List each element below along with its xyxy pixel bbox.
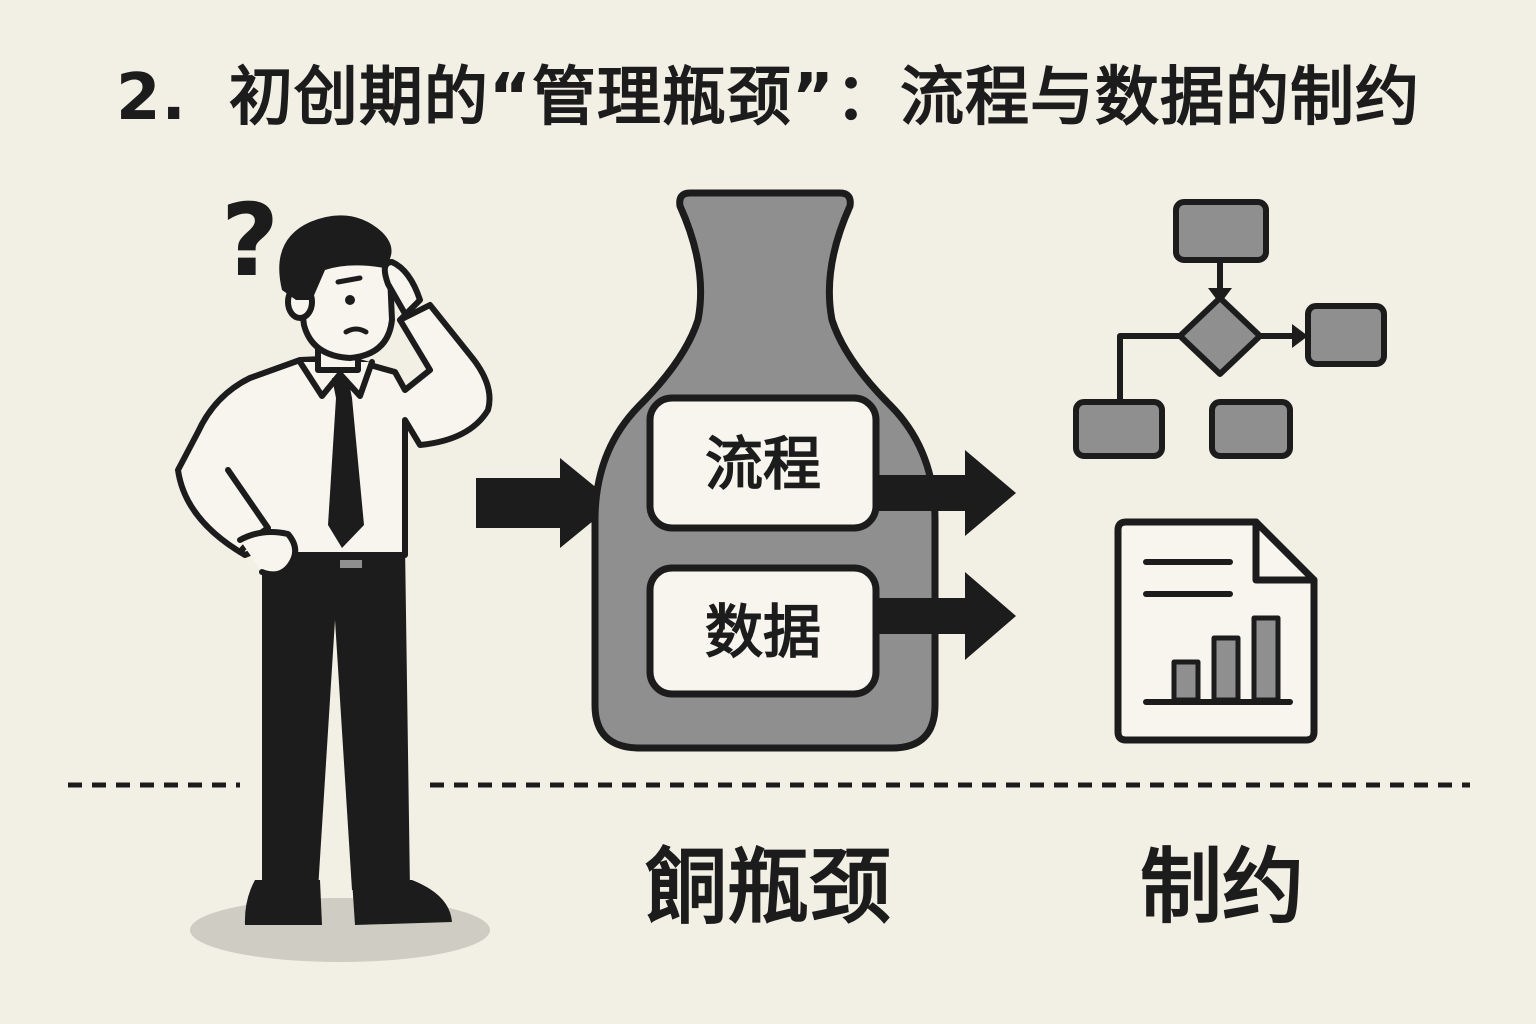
report-bar-3 — [1254, 618, 1278, 700]
person-eye — [345, 295, 355, 305]
flow-connector-left — [1120, 336, 1180, 402]
bottom-label-constraint: 制约 — [1140, 840, 1304, 935]
flow-box-top — [1176, 202, 1266, 260]
bottom-label-bottleneck: 餇瓶颈 — [645, 840, 891, 935]
report-chart-icon — [1118, 522, 1314, 740]
report-bar-1 — [1174, 662, 1198, 700]
bottleneck-bottle-icon: 流程 数据 — [595, 193, 935, 748]
flow-box-right — [1308, 306, 1384, 364]
report-page — [1118, 522, 1314, 740]
person-trousers — [262, 545, 410, 890]
flow-box-bottom-left — [1076, 402, 1162, 456]
person-shoe-right — [352, 880, 452, 925]
data-label: 数据 — [705, 598, 821, 666]
report-bar-2 — [1214, 638, 1238, 700]
bottle-box-data: 数据 — [650, 568, 876, 694]
person-belt-buckle — [340, 560, 362, 568]
person-shoe-left — [245, 880, 322, 925]
process-label: 流程 — [705, 430, 821, 498]
flowchart-icon — [1076, 202, 1384, 456]
question-mark: ? — [221, 182, 279, 299]
flow-box-bottom-right — [1212, 402, 1290, 456]
confused-person-icon: ? — [178, 182, 490, 962]
bottle-box-process: 流程 — [650, 398, 876, 528]
flow-decision-diamond — [1180, 298, 1260, 374]
